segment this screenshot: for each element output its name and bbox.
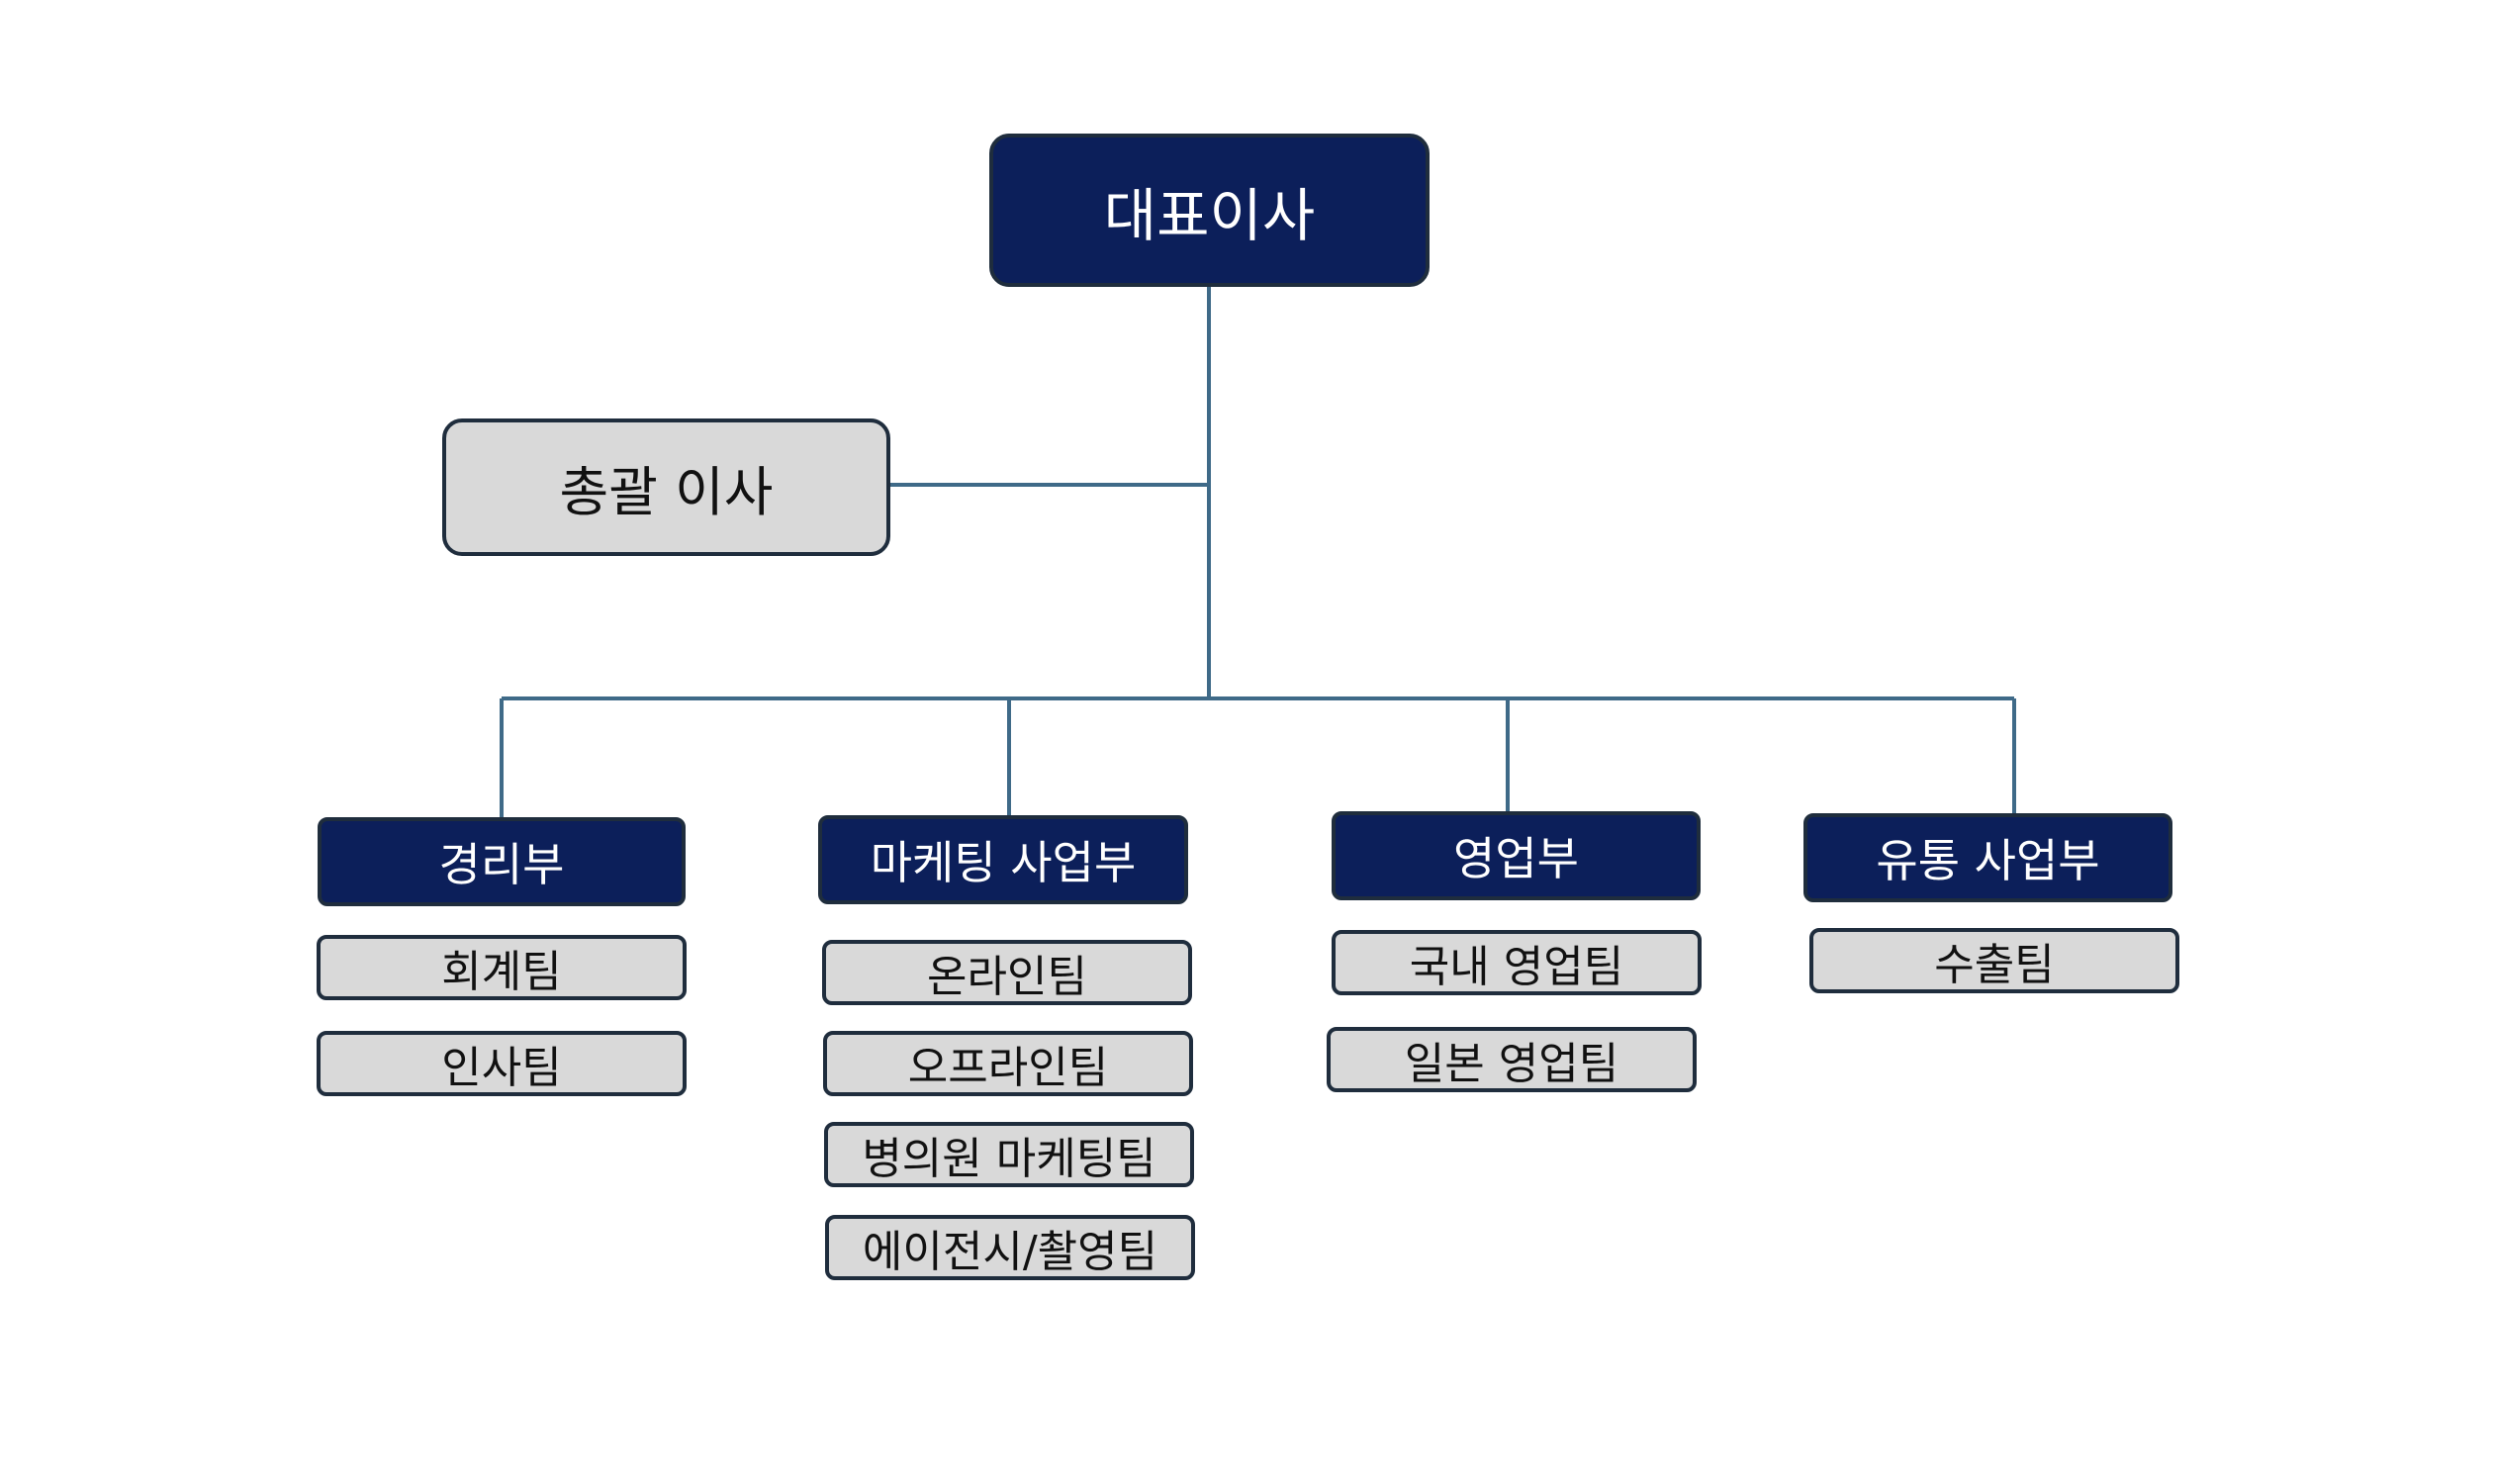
team-box-marketing-1: 온라인팀	[822, 940, 1192, 1005]
team-box-sales-2: 일본 영업팀	[1327, 1027, 1697, 1092]
dept-sales-box: 영업부	[1332, 811, 1701, 900]
ceo-box: 대표이사	[989, 134, 1430, 287]
dept-distribution-box: 유통 사업부	[1803, 813, 2172, 902]
team-box-sales-1: 국내 영업팀	[1332, 930, 1702, 995]
team-box-accounting-2: 인사팀	[317, 1031, 687, 1096]
dept-accounting-box: 경리부	[318, 817, 686, 906]
team-box-marketing-2: 오프라인팀	[823, 1031, 1193, 1096]
general-manager-box: 총괄 이사	[442, 418, 890, 556]
team-box-marketing-4: 에이전시/촬영팀	[825, 1215, 1195, 1280]
dept-marketing-box: 마케팅 사업부	[818, 815, 1188, 904]
team-box-marketing-3: 병의원 마케팅팀	[824, 1122, 1194, 1187]
team-box-accounting-1: 회계팀	[317, 935, 687, 1000]
team-box-distribution-1: 수출팀	[1809, 928, 2179, 993]
